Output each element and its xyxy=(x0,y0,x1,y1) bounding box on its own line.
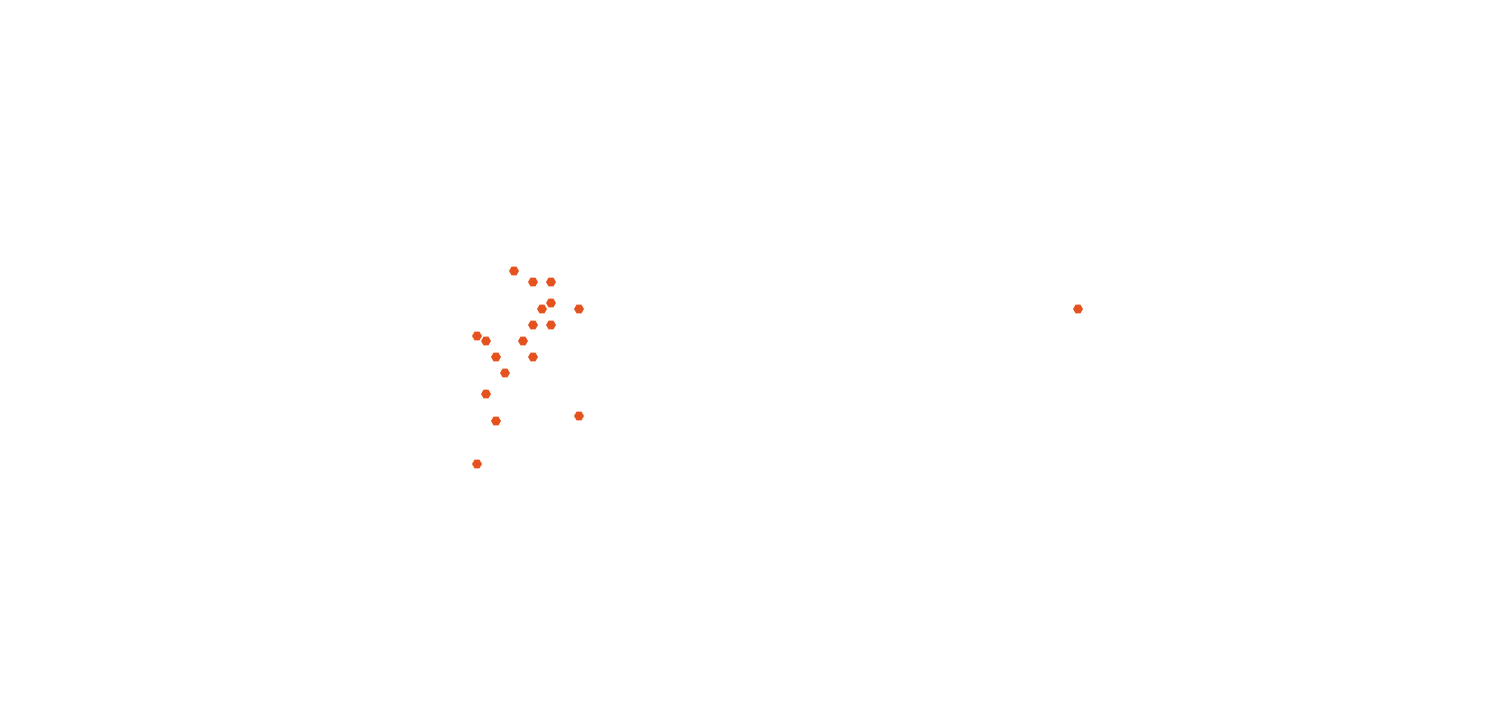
data-point xyxy=(500,368,510,378)
data-point xyxy=(518,336,528,346)
data-point xyxy=(546,277,556,287)
points-layer xyxy=(472,266,1083,469)
data-point xyxy=(481,389,491,399)
data-point xyxy=(546,298,556,308)
data-point xyxy=(472,459,482,469)
data-point xyxy=(546,320,556,330)
data-point xyxy=(491,352,501,362)
data-point xyxy=(528,277,538,287)
data-point xyxy=(491,416,501,426)
data-point xyxy=(574,304,584,314)
data-point xyxy=(509,266,519,276)
data-point xyxy=(1073,304,1083,314)
data-point xyxy=(537,304,547,314)
data-point xyxy=(528,320,538,330)
data-point xyxy=(528,352,538,362)
data-point xyxy=(481,336,491,346)
data-point xyxy=(472,331,482,341)
data-point xyxy=(574,411,584,421)
